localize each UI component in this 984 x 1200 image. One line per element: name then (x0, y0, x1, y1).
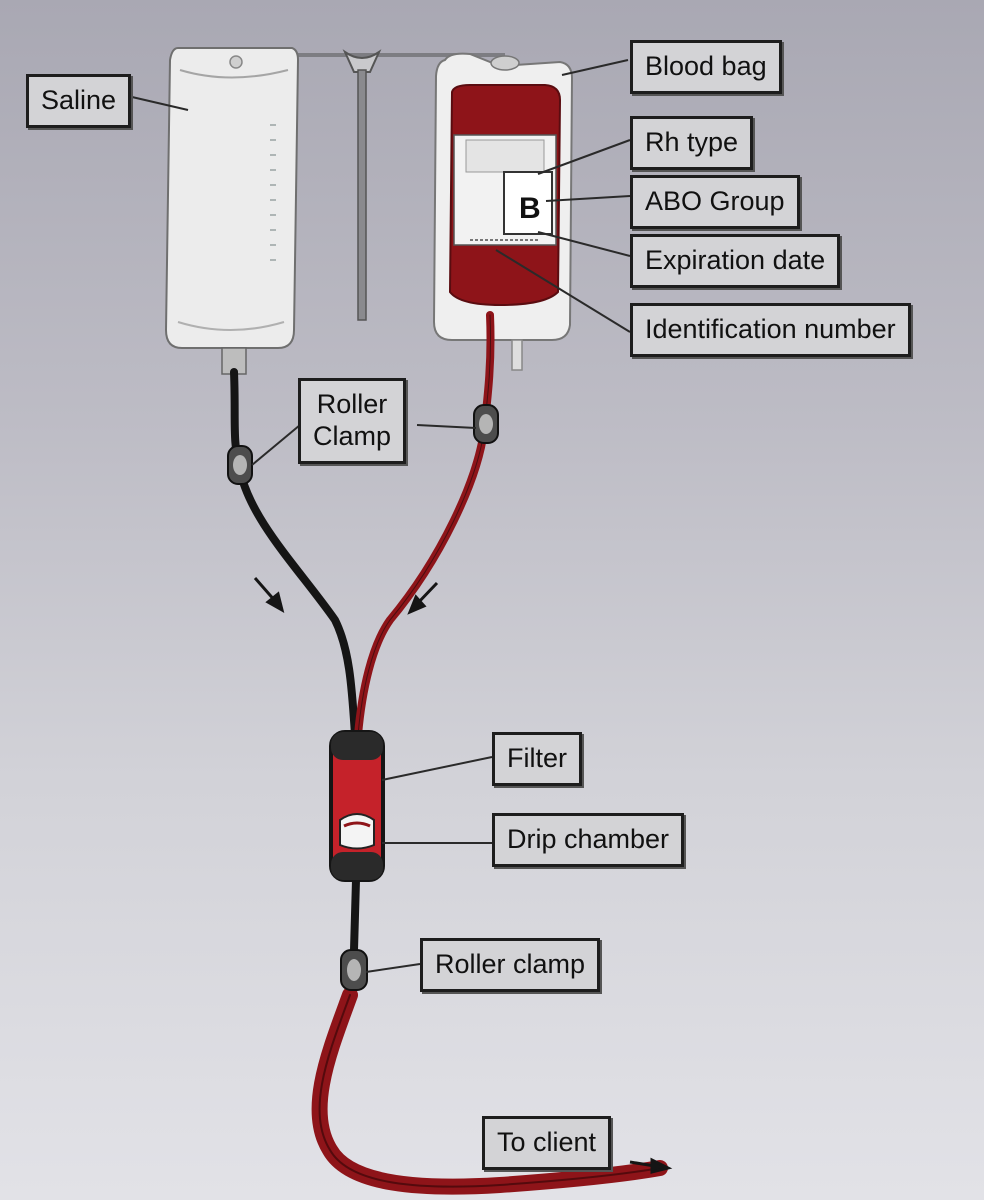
saline-bag (164, 47, 300, 375)
label-expiration-date: Expiration date (630, 234, 841, 288)
roller-clamp-main (340, 949, 368, 991)
filter-drip-chamber (329, 730, 385, 882)
blood-bag (432, 52, 574, 371)
flow-arrows (253, 577, 673, 1174)
abo-group-letter: B (519, 192, 541, 225)
label-identification-number: Identification number (630, 303, 911, 357)
roller-clamp-blood (473, 404, 499, 444)
label-drip-chamber: Drip chamber (492, 813, 685, 867)
label-filter: Filter (492, 732, 582, 786)
label-blood-bag: Blood bag (630, 40, 782, 94)
label-to-client: To client (482, 1116, 612, 1170)
roller-clamp-saline (227, 445, 253, 485)
label-rh-type: Rh type (630, 116, 754, 170)
label-roller-clamp-upper: Roller Clamp (298, 378, 407, 464)
label-saline: Saline (26, 74, 132, 128)
label-abo-group: ABO Group (630, 175, 800, 229)
label-roller-clamp-lower: Roller clamp (420, 938, 601, 992)
leader-lines (131, 59, 631, 973)
